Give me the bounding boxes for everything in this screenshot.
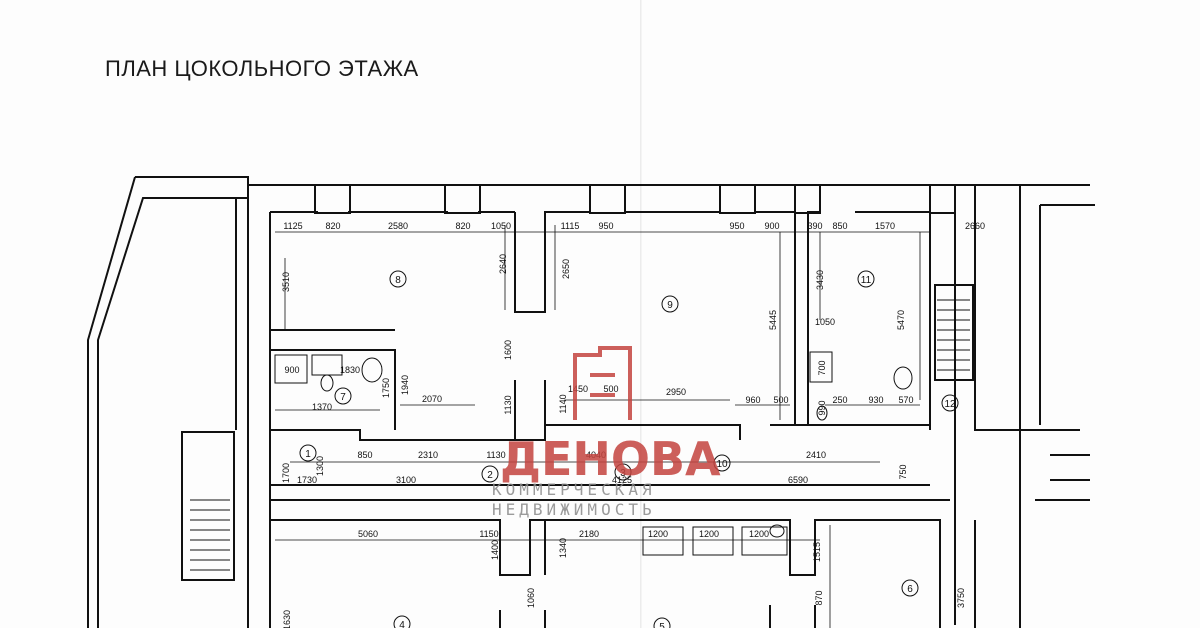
dim-label: 950 [598, 221, 613, 231]
dim-label: 6590 [788, 475, 808, 485]
dim-label: 1940 [400, 375, 410, 395]
dim-label: 1150 [479, 529, 498, 539]
dim-label: 1060 [526, 588, 536, 608]
watermark-line2: НЕДВИЖИМОСТЬ [492, 500, 656, 519]
dim-label: 750 [898, 464, 908, 479]
dim-label: 5060 [358, 529, 378, 539]
dim-label: 3510 [281, 272, 291, 292]
dim-label: 1450 [568, 384, 588, 394]
dim-label: 1200 [648, 529, 668, 539]
dim-label: 4040 [586, 450, 606, 460]
dim-label: 1700 [281, 463, 291, 483]
dim-label: 900 [764, 221, 779, 231]
dim-label: 960 [745, 395, 760, 405]
dim-label: 2660 [965, 221, 985, 231]
dim-label: 500 [603, 384, 618, 394]
dim-label: 3430 [815, 270, 825, 290]
room-6-label: 6 [907, 584, 913, 595]
dim-label: 2650 [561, 259, 571, 279]
dim-label: 850 [832, 221, 847, 231]
dim-label: 2070 [422, 394, 442, 404]
dim-label: 1515 [812, 542, 822, 562]
dim-label: 1115 [561, 221, 580, 231]
page-title: ПЛАН ЦОКОЛЬНОГО ЭТАЖА [105, 56, 419, 81]
room-7-label: 7 [340, 392, 346, 403]
dim-label: 930 [868, 395, 883, 405]
dim-label: 4125 [612, 475, 632, 485]
watermark: ДЕНОВА КОММЕРЧЕСКАЯ НЕДВИЖИМОСТЬ [492, 346, 721, 519]
dim-label: 500 [773, 395, 788, 405]
dim-label: 1600 [503, 340, 513, 360]
dim-label: 900 [284, 365, 299, 375]
dim-label: 570 [898, 395, 913, 405]
dim-label: 1830 [340, 365, 360, 375]
dim-label: 1750 [381, 378, 391, 398]
dim-label: 2310 [418, 450, 438, 460]
room-1-label: 1 [305, 449, 311, 460]
dim-label: 1140 [558, 394, 568, 413]
dim-label: 700 [817, 360, 827, 375]
dim-label: 2180 [579, 529, 599, 539]
room-12-label: 12 [944, 399, 956, 410]
dim-label: 1400 [490, 540, 500, 560]
paper-fold [640, 0, 642, 628]
dim-label: 3750 [956, 588, 966, 608]
dim-label: 1570 [875, 221, 895, 231]
dim-label: 1050 [815, 317, 835, 327]
dim-label: 1370 [312, 402, 332, 412]
room-3-label: 3 [620, 468, 626, 479]
dim-label: 3100 [396, 475, 416, 485]
dim-label: 2640 [498, 254, 508, 274]
dim-label: 5470 [896, 310, 906, 330]
room-8-label: 8 [395, 275, 401, 286]
dim-label: 990 [817, 400, 827, 415]
dim-label: 1130 [503, 395, 513, 414]
dim-label: 1300 [315, 456, 325, 476]
room-5-label: 5 [659, 622, 665, 628]
room-10-label: 10 [716, 459, 728, 470]
dim-label: 1630 [282, 610, 292, 628]
dim-label: 2580 [388, 221, 408, 231]
dim-label: 1340 [558, 538, 568, 558]
dim-label: 390 [807, 221, 822, 231]
dim-label: 870 [814, 590, 824, 605]
dim-label: 5445 [768, 310, 778, 330]
dim-label: 820 [455, 221, 470, 231]
dim-label: 850 [357, 450, 372, 460]
dim-label: 2410 [806, 450, 826, 460]
dim-label: 1200 [749, 529, 769, 539]
room-11-label: 11 [861, 275, 872, 286]
dim-label: 2950 [666, 387, 686, 397]
room-9-label: 9 [667, 300, 673, 311]
room-4-label: 4 [399, 620, 405, 628]
dim-label: 250 [832, 395, 847, 405]
dim-label: 950 [729, 221, 744, 231]
watermark-line1: КОММЕРЧЕСКАЯ [492, 480, 656, 499]
room-2-label: 2 [487, 470, 493, 481]
dim-label: 1125 [283, 221, 302, 231]
dim-label: 1050 [491, 221, 511, 231]
dim-label: 1730 [297, 475, 317, 485]
watermark-name: ДЕНОВА [500, 432, 721, 486]
dim-label: 1200 [699, 529, 719, 539]
dim-label: 1130 [486, 450, 505, 460]
dim-label: 820 [325, 221, 340, 231]
